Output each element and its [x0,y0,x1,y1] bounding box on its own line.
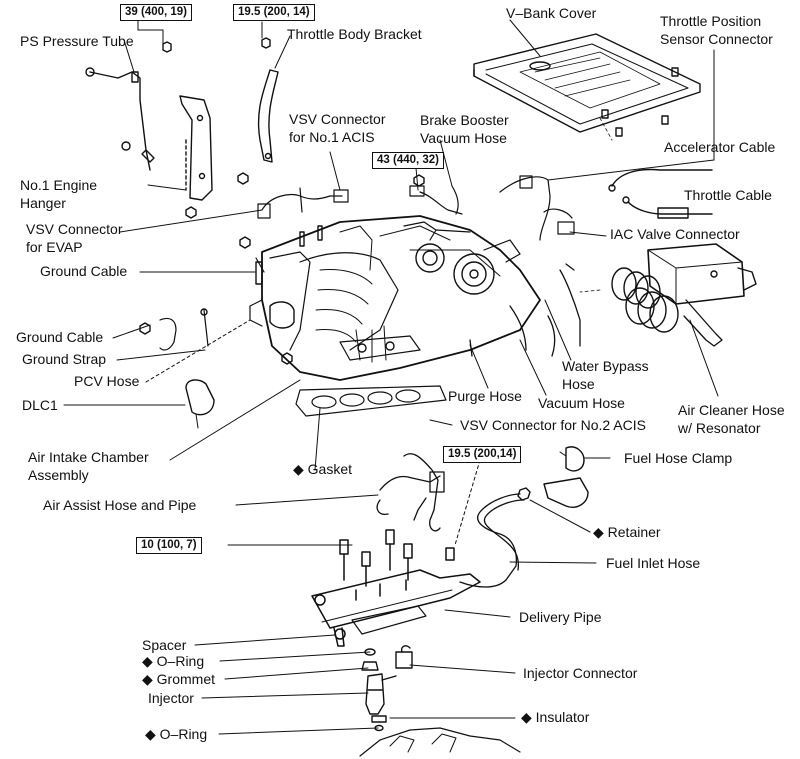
label-fuel-inlet-hose: Fuel Inlet Hose [606,555,701,571]
label-chamber-line2: Assembly [28,467,89,483]
label-spacer: Spacer [142,637,187,653]
label-ps-pressure-tube: PS Pressure Tube [20,33,134,49]
label-air-cleaner-line1: Air Cleaner Hose [678,402,785,418]
label-fuel-hose-clamp: Fuel Hose Clamp [624,450,733,466]
label-ground-strap: Ground Strap [22,351,107,367]
label-gasket: ◆ Gasket [293,461,353,477]
air-assist-art [376,453,445,532]
label-ground-cable-2: Ground Cable [16,329,104,345]
label-throttle-cable: Throttle Cable [684,187,772,203]
label-water-bypass-line2: Hose [562,376,595,392]
gasket-art [295,385,447,417]
label-ground-cable-1: Ground Cable [40,263,128,279]
label-retainer: ◆ Retainer [593,524,661,540]
right-hoses-art [469,263,581,357]
label-vsv-acis1-line2: for No.1 ACIS [289,129,375,145]
wiring-art [257,175,575,241]
label-vsv-evap-line2: for EVAP [26,239,83,255]
cables-art [608,168,713,219]
label-brake-booster-line1: Brake Booster [420,112,509,128]
left-parts-art [139,236,295,429]
label-v-bank-cover: V–Bank Cover [506,5,597,21]
engine-hanger-art [179,95,213,219]
ps-pressure-tube-art [85,41,172,171]
label-engine-hanger-line2: Hanger [20,195,66,211]
torque-spec-delivery-pipe: 10 (100, 7) [136,537,202,554]
injector-art [361,645,413,732]
torque-spec-fuel-inlet: 19.5 (200,14) [443,446,522,463]
label-tps-connector-line1: Throttle Position [660,13,762,29]
label-injector: Injector [148,690,194,706]
label-throttle-body-bracket: Throttle Body Bracket [287,26,422,42]
label-vsv-acis2: VSV Connector for No.2 ACIS [460,417,646,433]
torque-spec-ps-tube: 39 (400, 19) [120,4,193,21]
label-vacuum-hose: Vacuum Hose [538,395,625,411]
label-o-ring-2: ◆ O–Ring [145,726,208,742]
label-injector-connector: Injector Connector [523,665,638,681]
label-iac-connector: IAC Valve Connector [610,226,740,242]
engine-block-art [359,727,521,757]
throttle-bracket-art [237,37,279,185]
label-air-cleaner-line2: w/ Resonator [678,420,761,436]
leader-lines [63,13,719,735]
label-grommet: ◆ Grommet [142,671,215,687]
delivery-pipe-art [311,529,481,647]
label-dlc1: DLC1 [22,397,58,413]
label-chamber-line1: Air Intake Chamber [28,449,149,465]
fuel-clamp-art [517,446,589,508]
label-pcv-hose: PCV Hose [74,373,140,389]
label-tps-connector-line2: Sensor Connector [660,31,773,47]
label-engine-hanger-line1: No.1 Engine [20,177,98,193]
label-purge-hose: Purge Hose [448,388,522,404]
label-vsv-acis1-line1: VSV Connector [289,111,386,127]
label-vsv-evap-line1: VSV Connector [26,221,123,237]
fuel-inlet-hose-art [459,493,525,588]
label-delivery-pipe: Delivery Pipe [519,609,602,625]
label-brake-booster-line2: Vacuum Hose [420,130,507,146]
torque-spec-brake-booster: 43 (440, 32) [372,152,445,169]
intake-manifold-art [249,215,541,381]
label-insulator: ◆ Insulator [521,709,590,725]
label-water-bypass-line1: Water Bypass [562,358,649,374]
v-bank-cover-art [473,33,701,141]
brake-booster-bolt-art [413,174,459,215]
label-o-ring-1: ◆ O–Ring [142,653,205,669]
torque-spec-throttle-bracket: 19.5 (200, 14) [233,4,315,21]
label-air-assist: Air Assist Hose and Pipe [43,497,197,513]
air-cleaner-art [579,243,757,347]
label-accelerator-cable: Accelerator Cable [664,139,776,155]
